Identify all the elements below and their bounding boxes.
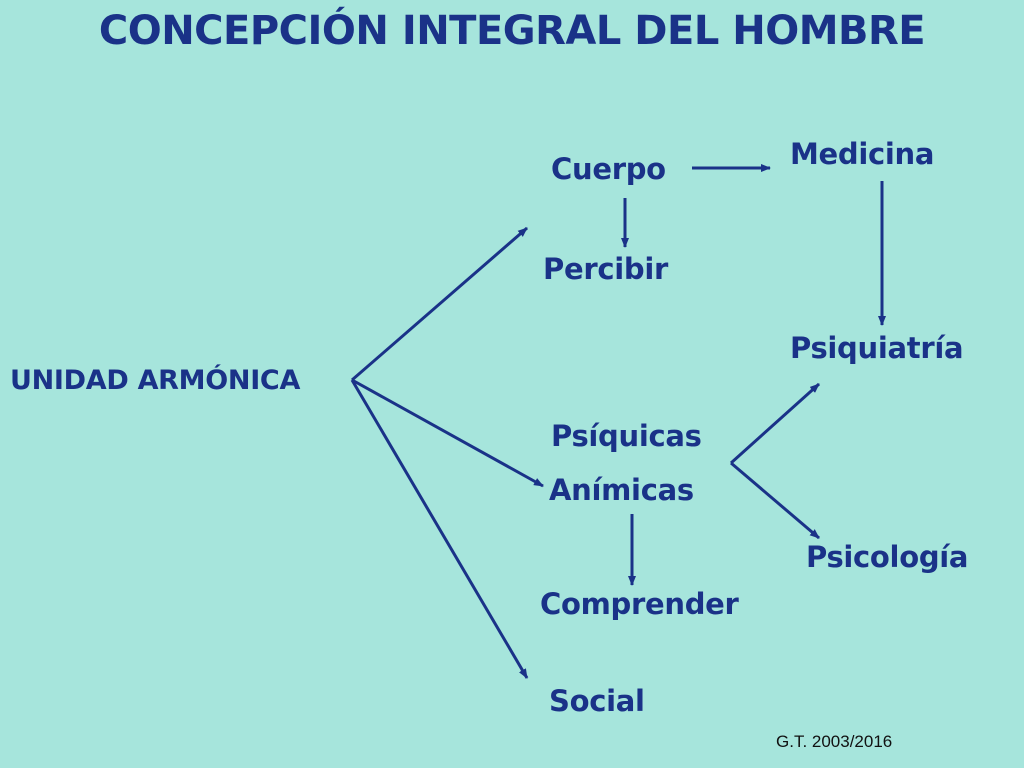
node-psiquiatria: Psiquiatría xyxy=(790,331,964,365)
arrow-animicas-to-psiquiatria xyxy=(729,382,821,465)
arrow-unidad-to-social xyxy=(350,379,529,679)
page-title: CONCEPCIÓN INTEGRAL DEL HOMBRE xyxy=(98,8,926,54)
node-percibir: Percibir xyxy=(543,252,668,286)
arrow-unidad-to-animicas xyxy=(351,378,544,488)
node-animicas: Anímicas xyxy=(549,473,694,507)
node-social: Social xyxy=(549,684,645,718)
node-unidad-armonica: UNIDAD ARMÓNICA xyxy=(10,365,301,396)
author-credit: G.T. 2003/2016 xyxy=(776,732,893,751)
node-psicologia: Psicología xyxy=(806,540,969,574)
arrow-animicas-to-psicologia xyxy=(730,461,820,540)
node-cuerpo: Cuerpo xyxy=(551,152,666,186)
node-comprender: Comprender xyxy=(540,587,739,621)
node-medicina: Medicina xyxy=(790,137,935,171)
node-psiquicas: Psíquicas xyxy=(551,419,702,453)
arrow-unidad-to-cuerpo xyxy=(351,226,528,382)
